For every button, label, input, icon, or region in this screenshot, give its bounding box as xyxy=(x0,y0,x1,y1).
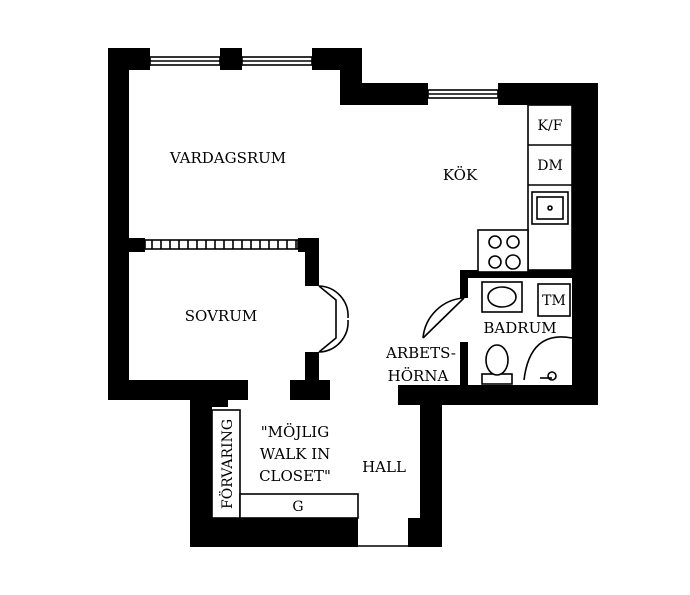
bathroom-door-leaf xyxy=(422,297,465,339)
washing-machine-label: TM xyxy=(542,293,566,309)
wall-hall-lower-left xyxy=(190,393,228,407)
kitchen-fixtures: K/F DM xyxy=(477,104,573,273)
wall-bathroom-bottom xyxy=(398,385,598,405)
wall-top-pier xyxy=(220,48,242,70)
wall-left xyxy=(108,48,129,400)
bedroom-door-swing-bottom xyxy=(318,319,349,353)
room-label-badrum: BADRUM xyxy=(483,319,556,337)
fridge-freezer-label: K/F xyxy=(538,118,563,134)
room-label-sovrum: SOVRUM xyxy=(185,307,257,325)
bedroom-door-swing-top xyxy=(318,285,349,319)
wall-bathroom-top xyxy=(460,270,572,278)
closet-label-3: CLOSET" xyxy=(259,467,331,485)
stove-burner-3 xyxy=(488,255,502,269)
room-label-arbetshorna-2: HÖRNA xyxy=(388,367,449,385)
wardrobe-label: G xyxy=(292,499,303,515)
toilet-bowl xyxy=(485,344,509,376)
wall-bottom-left xyxy=(190,518,358,547)
wall-bedroom-top-right xyxy=(298,238,319,252)
room-labels: VARDAGSRUM KÖK SOVRUM BADRUM ARBETS- HÖR… xyxy=(169,149,557,485)
wall-hall-right xyxy=(420,385,442,547)
kitchen-sink-basin xyxy=(536,196,564,220)
bedroom-door-right xyxy=(318,320,337,353)
wardrobe-g xyxy=(239,493,359,519)
wall-right xyxy=(572,83,598,405)
walls xyxy=(108,48,598,547)
glass-partition xyxy=(144,239,299,250)
wall-bedroom-top-left xyxy=(129,238,145,252)
washing-machine xyxy=(537,283,571,317)
kitchen-sink-drain xyxy=(547,205,553,211)
washbasin-bowl xyxy=(487,286,517,308)
wall-top-left xyxy=(108,48,150,70)
kitchen-counter xyxy=(527,104,573,271)
storage-cabinet xyxy=(211,409,241,519)
room-label-vardagsrum: VARDAGSRUM xyxy=(169,149,286,167)
dishwasher-label: DM xyxy=(537,158,563,174)
closet-label-1: "MÖJLIG xyxy=(261,423,329,441)
stove xyxy=(477,229,529,273)
storage: FÖRVARING G xyxy=(211,409,359,519)
wall-top-right xyxy=(312,48,342,70)
stove-burner-4 xyxy=(505,254,521,270)
storage-label: FÖRVARING xyxy=(218,419,236,509)
wall-bathroom-left-lower xyxy=(460,342,468,392)
glass-partition-ticks xyxy=(151,240,297,249)
bathroom-door-swing xyxy=(422,297,465,339)
windows xyxy=(144,56,499,547)
bathroom-fixtures: TM xyxy=(481,281,573,385)
wall-bedroom-right-lower xyxy=(305,352,319,400)
bedroom-door-left xyxy=(318,285,337,320)
stove-burner-1 xyxy=(488,235,502,249)
closet-label-2: WALK IN xyxy=(260,445,331,463)
wall-hall-left xyxy=(190,400,212,547)
room-label-kok: KÖK xyxy=(443,166,478,184)
wall-bottom-right xyxy=(408,518,442,547)
wall-bathroom-left-upper xyxy=(460,270,468,298)
wall-kitchen-top-left xyxy=(340,83,428,105)
room-label-hall: HALL xyxy=(362,458,406,476)
stove-burner-2 xyxy=(506,235,520,249)
shower-curtain xyxy=(523,336,573,381)
room-label-arbetshorna-1: ARBETS- xyxy=(385,344,456,362)
doors xyxy=(318,285,465,353)
